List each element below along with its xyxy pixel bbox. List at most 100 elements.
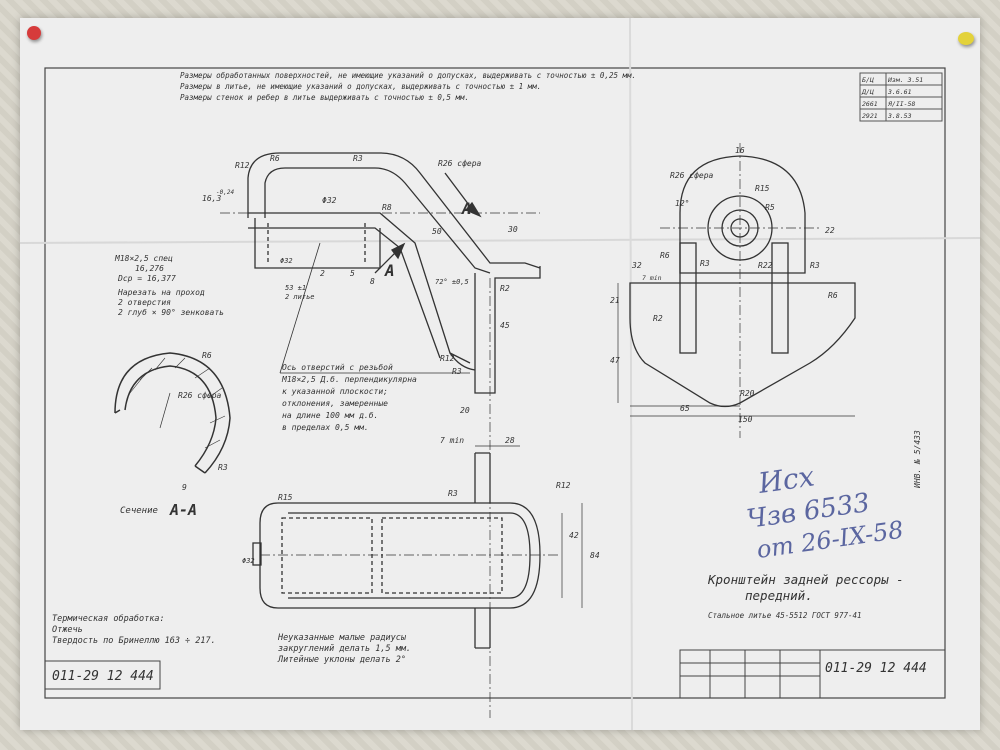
dim-label: 9 — [182, 483, 187, 492]
dim-label: M18×2,5 спец — [114, 254, 173, 263]
dim-label: 65 — [680, 404, 690, 413]
rev-cell: 3.8.53 — [887, 112, 912, 120]
dim-label: 2 — [320, 269, 325, 278]
dim-label: 28 — [505, 436, 515, 445]
dim-label: R3 — [353, 154, 363, 163]
note-line: закруглений делать 1,5 мм. — [278, 644, 411, 654]
dim-label: 5 — [350, 269, 355, 278]
dim-label: 12° — [675, 199, 689, 208]
side-view-dims: R12 R6 R3 R26 сфера Φ32 R8 50 30 16,3 -0… — [202, 154, 518, 415]
dim-label: Φ32 — [322, 196, 337, 205]
dim-label: Dср = 16,377 — [117, 274, 176, 283]
dim-label: R3 — [810, 261, 820, 270]
note-line: к указанной плоскости; — [282, 387, 388, 396]
dim-label: 47 — [610, 356, 620, 365]
rev-cell: Я/II-58 — [887, 100, 915, 108]
part-number: 011-29 12 444 — [52, 669, 154, 684]
note-line: Отжечь — [52, 625, 83, 635]
dim-label: 16,3 — [202, 194, 221, 203]
yellow-pin — [958, 32, 974, 45]
part-title: Кронштейн задней рессоры - — [707, 572, 904, 587]
dim-label: 30 — [507, 225, 518, 234]
dim-label: R15 — [755, 184, 770, 193]
front-dim-lines — [617, 283, 855, 417]
note-line: Ось отверстий с резьбой — [282, 362, 393, 372]
plan-view-dims: 7 min 28 R15 R3 R12 42 84 Φ32 — [242, 436, 600, 565]
dim-label: 20 — [460, 406, 470, 415]
dim-label: R3 — [700, 259, 710, 268]
plan-view — [252, 452, 560, 649]
dim-label: R15 — [278, 493, 293, 502]
heat-treatment-note: Термическая обработка: Отжечь Твердость … — [52, 613, 216, 646]
general-note-3: Размеры стенок и ребер в литье выдержива… — [180, 93, 469, 102]
dim-label: 2 литье — [285, 293, 315, 301]
dim-label: R2 — [500, 284, 510, 293]
plan-dim-lines — [475, 445, 583, 608]
note-line: в пределах 0,5 мм. — [282, 423, 369, 432]
red-pin — [27, 26, 41, 40]
handwritten-line: Исх — [755, 459, 816, 500]
dim-label: R20 — [740, 389, 755, 398]
rev-cell: Изм. 3.51 — [887, 76, 923, 84]
dim-label: 53 ±1 — [285, 284, 306, 292]
fold-crease — [629, 18, 633, 730]
rev-cell: Б/Ц — [862, 76, 874, 84]
dim-label: 32 — [631, 261, 642, 270]
dim-label: R12 — [556, 481, 571, 490]
part-number: 011-29 12 444 — [825, 661, 927, 676]
general-note-2: Размеры в литье, не имеющие указаний о д… — [180, 82, 541, 91]
general-note-1: Размеры обработанных поверхностей, не им… — [180, 71, 636, 80]
dim-label: R12 — [235, 161, 250, 170]
axis-note: Ось отверстий с резьбой M18×2,5 Д.б. пер… — [279, 242, 470, 432]
rev-cell: 2661 — [862, 100, 878, 108]
rev-cell: Д/Ц — [861, 88, 874, 96]
note-line: 2 отверстия — [118, 298, 171, 307]
part-material: Стальное литье 45-5512 ГОСТ 977-41 — [708, 611, 862, 620]
dim-label: R3 — [452, 367, 462, 376]
note-line: Твердость по Бринеллю 163 ÷ 217. — [52, 636, 216, 646]
note-line: Неуказанные малые радиусы — [277, 633, 407, 643]
handwritten-annotation: Исх Чзв 6533 от 26-IX-58 — [745, 459, 905, 563]
dim-label: 16 — [735, 146, 745, 155]
dim-label: 45 — [500, 321, 510, 330]
dim-label: 84 — [590, 551, 600, 560]
dim-label: 42 — [569, 531, 579, 540]
note-line: Термическая обработка: — [52, 613, 165, 624]
dim-label: Φ32 — [280, 257, 293, 265]
dim-label: Φ32 — [242, 557, 255, 565]
section-label: Сечение — [120, 506, 158, 516]
dim-label: R26 сфера — [178, 391, 222, 400]
dim-label: 72° ±0,5 — [435, 278, 469, 286]
dim-label: 22 — [825, 226, 835, 235]
dim-label: 150 — [738, 415, 753, 424]
note-line: на длине 100 мм д.б. — [282, 410, 378, 420]
dim-label: 50 — [432, 227, 442, 236]
dim-label: R22 — [758, 261, 773, 270]
dim-label: 8 — [370, 277, 375, 286]
side-stamp: ИНВ. № 5/433 — [913, 430, 922, 489]
drawing-sheet: Размеры обработанных поверхностей, не им… — [20, 18, 980, 730]
section-marker: A — [384, 261, 395, 280]
dim-label: R6 — [660, 251, 670, 260]
front-view-dims: 16 R26 сфера R15 R5 22 12° R6 32 7 min R… — [610, 146, 838, 424]
title-block: Кронштейн задней рессоры - передний. Ста… — [679, 572, 946, 699]
dim-label: R12 — [440, 354, 455, 363]
dim-label: 16,276 — [135, 264, 164, 273]
dim-label: R3 — [218, 463, 228, 472]
dim-label: 7 min — [642, 274, 662, 282]
drawing-border — [44, 67, 946, 699]
dim-label: R6 — [270, 154, 280, 163]
part-number-box-left: 011-29 12 444 — [44, 660, 161, 690]
fold-crease — [20, 237, 980, 244]
note-line: отклонения, замеренные — [282, 399, 388, 408]
section-title: A-A — [169, 501, 197, 519]
dim-label: R5 — [765, 203, 775, 212]
rev-cell: 3.6.61 — [887, 88, 912, 96]
dim-label: 21 — [610, 296, 620, 305]
rev-cell: 2921 — [862, 112, 878, 120]
dim-label: 7 min — [440, 436, 464, 445]
dim-label: R6 — [828, 291, 838, 300]
section-arrow — [374, 172, 482, 274]
thread-note: M18×2,5 спец 16,276 Dср = 16,377 Нарезат… — [114, 254, 224, 317]
dim-label: R26 сфера — [670, 171, 714, 180]
